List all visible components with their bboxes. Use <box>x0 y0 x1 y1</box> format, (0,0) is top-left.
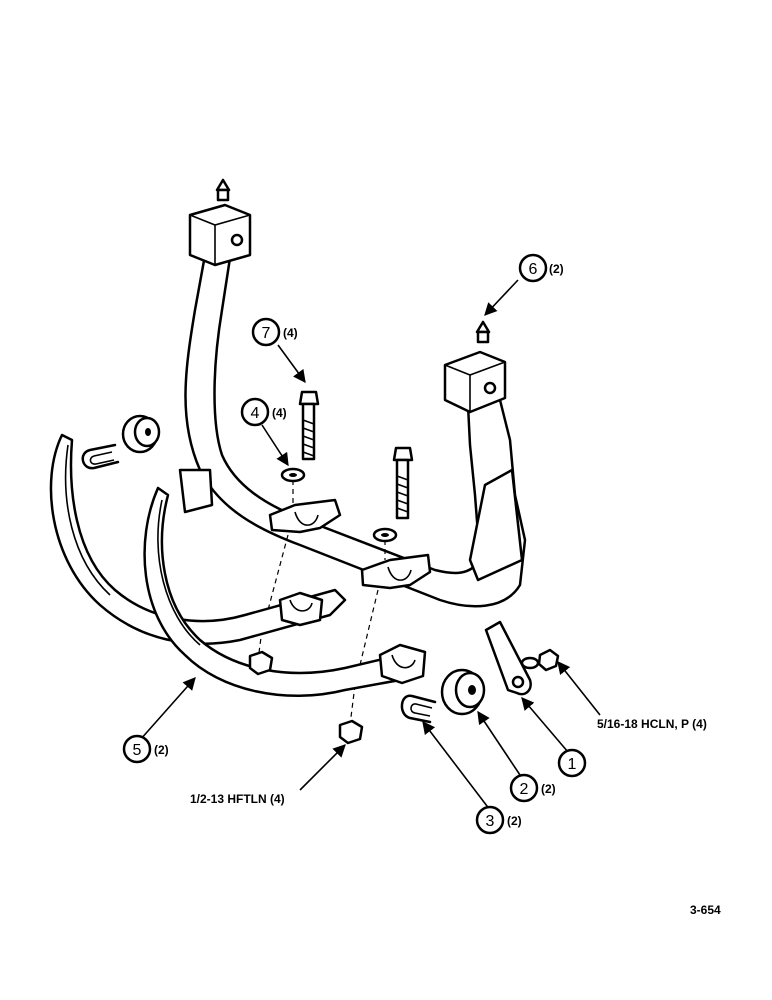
pivot-arm <box>484 620 532 696</box>
callout-6-qty: (2) <box>549 262 564 276</box>
callout-3: 3 (2) <box>475 805 522 835</box>
u-bolt-rear <box>81 443 120 470</box>
main-frame <box>178 253 527 608</box>
figure-id: 3-654 <box>690 903 721 917</box>
hcln-nut <box>520 648 560 672</box>
washer-left <box>280 467 306 483</box>
leader-lines <box>139 279 601 811</box>
hcln-label: 5/16-18 HCLN, P (4) <box>597 717 707 731</box>
callout-5-number: 5 <box>133 742 142 759</box>
clamp-cap-left <box>268 498 342 534</box>
callout-2: 2 (2) <box>509 773 556 803</box>
callout-4-qty: (4) <box>272 406 287 420</box>
u-bolt-front <box>400 694 437 724</box>
callout-4-number: 4 <box>251 405 260 422</box>
right-mount-block <box>443 350 507 414</box>
bolt-left <box>298 390 320 461</box>
callout-2-qty: (2) <box>541 782 556 796</box>
left-mount-block <box>188 203 252 267</box>
callout-1: 1 <box>557 748 587 778</box>
callout-7: 7 (4) <box>251 317 298 347</box>
callout-3-qty: (2) <box>507 814 522 828</box>
bushing-front <box>440 668 486 716</box>
callout-6-number: 6 <box>529 261 538 278</box>
alignment-line-right <box>349 540 386 726</box>
hftln-label: 1/2-13 HFTLN (4) <box>190 792 285 806</box>
tine-front <box>143 486 427 697</box>
lock-nut-upper <box>248 650 274 676</box>
grease-fitting-right <box>475 320 491 344</box>
lock-nut-lower <box>338 719 364 745</box>
bushing-rear <box>121 414 161 454</box>
callout-6: 6 (2) <box>518 253 564 283</box>
callout-4: 4 (4) <box>240 397 287 427</box>
callout-3-number: 3 <box>486 813 495 830</box>
clamp-cap-right <box>360 553 432 590</box>
tine-rear <box>49 433 347 645</box>
washer-right <box>372 527 398 543</box>
alignment-line-left <box>257 480 294 661</box>
callout-1-number: 1 <box>568 756 577 773</box>
callout-2-number: 2 <box>520 781 529 798</box>
callout-5-qty: (2) <box>154 743 169 757</box>
bolt-right <box>392 446 414 520</box>
callout-7-qty: (4) <box>283 326 298 340</box>
callout-7-number: 7 <box>262 325 271 342</box>
callout-5: 5 (2) <box>122 734 169 764</box>
grease-fitting-left <box>215 178 231 202</box>
